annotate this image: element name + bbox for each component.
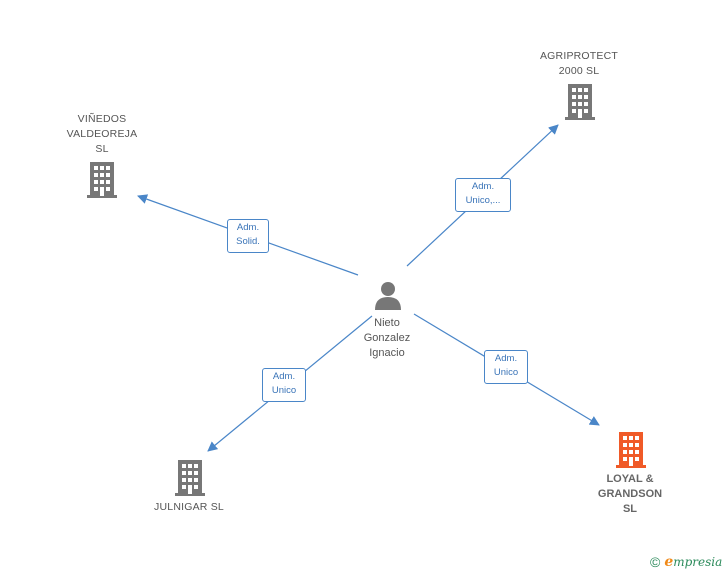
company-name-julnigar[interactable]: JULNIGAR SL: [154, 501, 224, 513]
relation-label-loyal[interactable]: Adm. Unico: [484, 350, 528, 384]
person-name[interactable]: Nieto Gonzalez Ignacio: [363, 317, 411, 359]
building-icon[interactable]: [175, 460, 205, 496]
relation-label-julnigar[interactable]: Adm. Unico: [262, 368, 306, 402]
relation-label-vinedos[interactable]: Adm. Solid.: [227, 219, 269, 253]
brand-logo: empresia: [664, 554, 723, 570]
building-icon[interactable]: [87, 162, 117, 198]
company-name-agriprotect[interactable]: AGRIPROTECT 2000 SL: [539, 50, 619, 77]
relation-label-agriprotect[interactable]: Adm. Unico,...: [455, 178, 511, 212]
copyright-symbol: ©: [650, 554, 661, 570]
footer-brand[interactable]: © empresia: [650, 554, 722, 570]
building-icon[interactable]: [565, 84, 595, 120]
person-icon[interactable]: [373, 280, 403, 310]
building-icon[interactable]: [616, 432, 646, 468]
company-name-vinedos[interactable]: VIÑEDOS VALDEOREJA SL: [66, 113, 138, 155]
company-name-loyal[interactable]: LOYAL & GRANDSON SL: [597, 473, 663, 515]
